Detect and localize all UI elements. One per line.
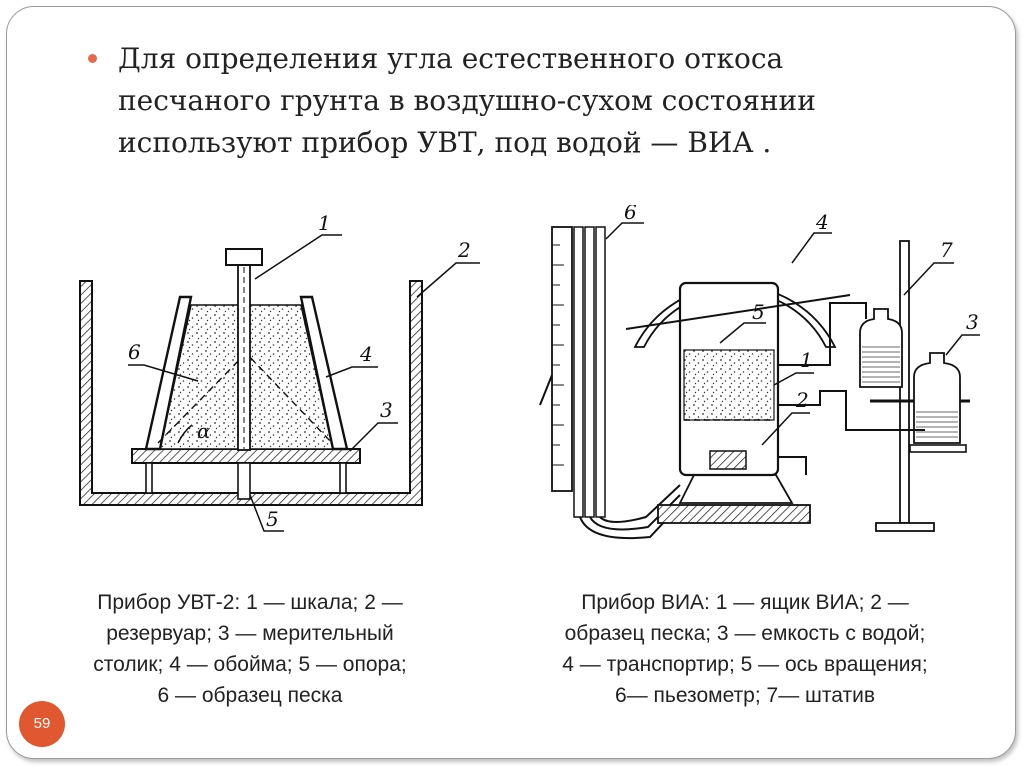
title-line: Для определения угла естественного откос… (118, 42, 784, 75)
caption-line: 6 — образец песка (157, 684, 343, 707)
measuring-table (131, 448, 361, 464)
caption-line: 4 — транспортир; 5 — ось вращения; (562, 653, 928, 676)
callout-1: 1 (800, 348, 813, 372)
scale-cap (225, 248, 263, 266)
callout-3: 3 (966, 310, 979, 334)
callout-6: 6 (128, 340, 141, 364)
bullet-dot (88, 54, 97, 63)
slide-title: Для определения угла естественного откос… (118, 38, 958, 164)
title-line: используют прибор УВТ, под водой — ВИА . (118, 126, 772, 159)
uvt-device-diagram: α 1 2 6 4 3 5 (79, 211, 480, 532)
caption-line: Прибор ВИА: 1 — ящик ВИА; 2 — (581, 591, 909, 614)
callout-4: 4 (815, 210, 829, 234)
reservoir-walls (79, 280, 423, 506)
caption-via: Прибор ВИА: 1 — ящик ВИА; 2 — образец пе… (500, 587, 990, 711)
caption-line: образец песка; 3 — емкость с водой; (564, 622, 926, 645)
callout-1: 1 (318, 211, 331, 235)
caption-uvt: Прибор УВТ-2: 1 — шкала; 2 — резервуар; … (40, 587, 460, 711)
angle-label: α (197, 419, 211, 443)
via-device-diagram: 6 4 5 7 3 1 2 (539, 205, 980, 540)
page-number-badge: 59 (19, 701, 65, 747)
callout-5: 5 (266, 507, 279, 531)
box-base (678, 474, 794, 504)
caption-line: столик; 4 — обойма; 5 — опора; (93, 653, 407, 676)
rotation-axis (625, 294, 851, 330)
title-line: песчаного грунта в воздушно-сухом состоя… (118, 84, 816, 117)
holder-right-wall (299, 295, 349, 451)
callout-2: 2 (457, 238, 471, 262)
callout-4: 4 (359, 342, 373, 366)
callout-7: 7 (940, 238, 953, 262)
piezometer-ruler (551, 226, 573, 492)
callout-2: 2 (795, 388, 809, 412)
callout-6: 6 (624, 205, 637, 224)
callout-3: 3 (380, 398, 393, 422)
caption-line: резервуар; 3 — мерительный (106, 622, 394, 645)
support-pillar (237, 462, 251, 500)
caption-line: 6— пьезометр; 7— штатив (615, 684, 875, 707)
callout-5: 5 (752, 300, 765, 324)
caption-line: Прибор УВТ-2: 1 — шкала; 2 — (97, 591, 403, 614)
sand-sample-box (683, 349, 775, 421)
